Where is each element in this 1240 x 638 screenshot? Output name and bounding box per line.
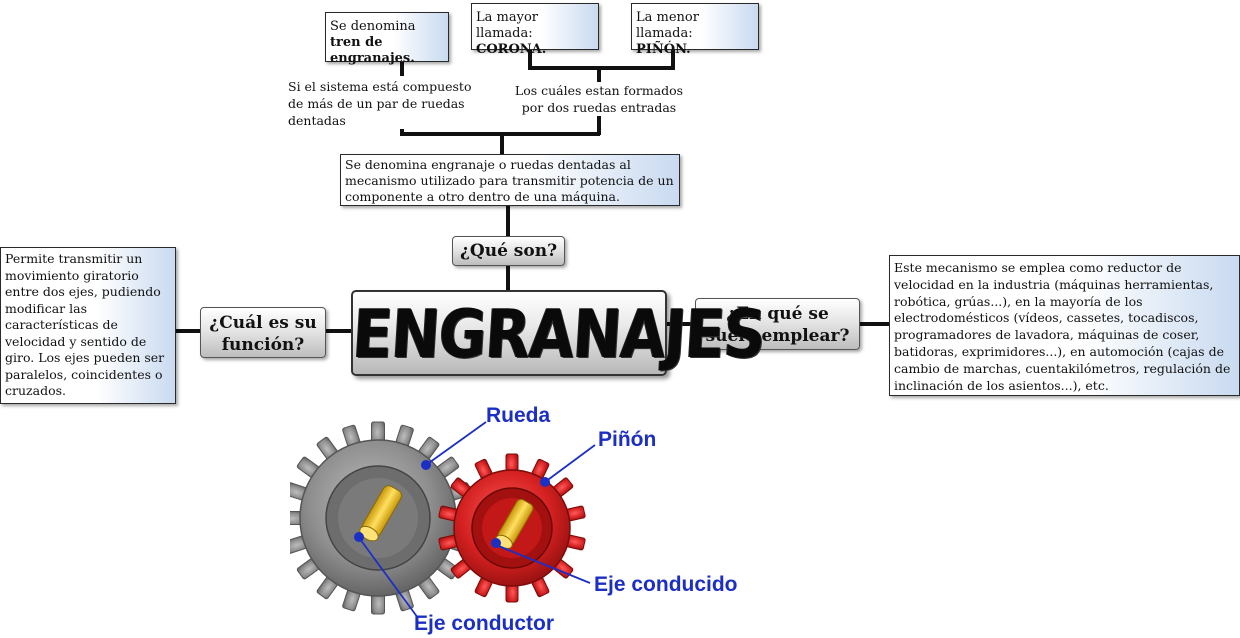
node-en-que[interactable]: ¿En qué se suele emplear? — [695, 298, 860, 350]
connector — [506, 205, 510, 237]
label-pinon: Piñón — [598, 428, 657, 451]
connector — [528, 66, 675, 70]
small-gear — [438, 453, 586, 603]
connector — [597, 112, 601, 135]
connector — [325, 329, 352, 333]
tren-prefix: Se denomina — [330, 19, 416, 34]
connector — [500, 134, 504, 156]
pinon-prefix: La menor llamada: — [636, 10, 699, 41]
title-box: ENGRANAJES — [350, 290, 768, 376]
pinon-box: La menor llamada: PIÑÓN. — [631, 3, 759, 57]
node-que-son[interactable]: ¿Qué son? — [452, 236, 565, 266]
connector — [506, 265, 510, 291]
connector — [667, 322, 696, 326]
connector — [597, 68, 601, 84]
connector — [528, 49, 532, 69]
connector — [400, 61, 404, 76]
corona-prefix: La mayor llamada: — [476, 10, 538, 41]
corona-box: La mayor llamada: CORONA. — [471, 3, 599, 57]
empleo-box: Este mecanismo se emplea como reductor d… — [889, 255, 1240, 396]
page-title: ENGRANAJES — [350, 294, 768, 374]
label-eje-conducido: Eje conducido — [594, 573, 738, 596]
tren-name: tren de engranajes. — [330, 35, 415, 66]
tren-condition: Si el sistema está compuesto de más de u… — [288, 78, 488, 129]
connector — [859, 322, 890, 326]
funcion-box: Permite transmitir un movimiento girator… — [0, 247, 176, 404]
ruedas-condition: Los cuáles estan formados por dos ruedas… — [508, 82, 690, 116]
pinon-name: PIÑÓN. — [636, 42, 691, 57]
label-eje-conductor: Eje conductor — [414, 612, 555, 635]
label-rueda: Rueda — [486, 404, 551, 427]
definition-box: Se denomina engranaje o ruedas dentadas … — [340, 154, 680, 206]
gears-illustration — [290, 421, 596, 619]
connector — [671, 49, 675, 69]
node-cual-funcion[interactable]: ¿Cuál es su función? — [200, 307, 326, 358]
connector — [176, 329, 201, 333]
tren-box: Se denomina tren de engranajes. — [325, 12, 449, 66]
corona-name: CORONA. — [476, 42, 547, 57]
